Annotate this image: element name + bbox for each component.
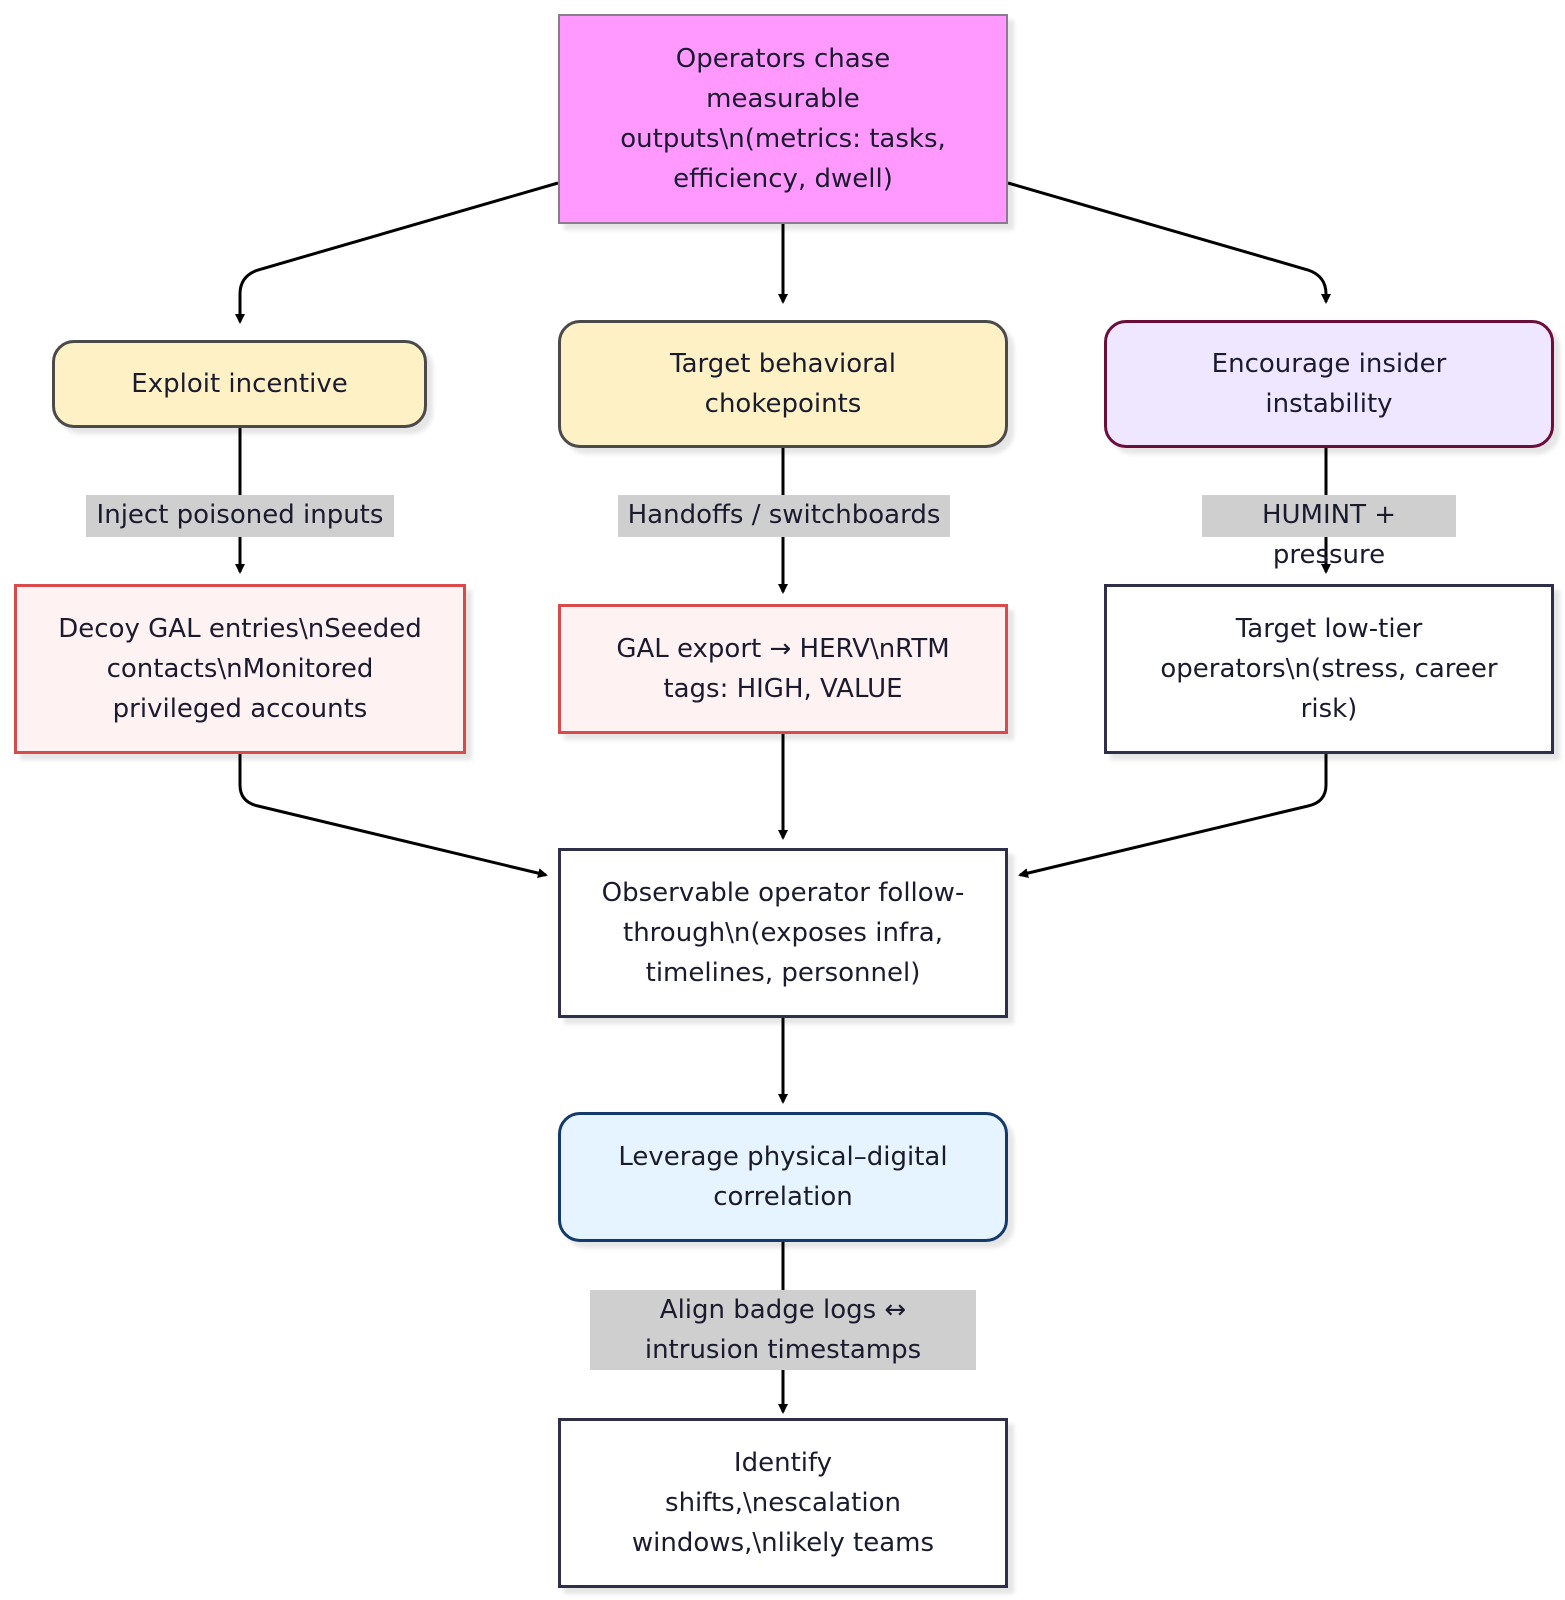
- edge-label-handoffs: Handoffs / switchboards: [618, 495, 950, 537]
- edge-label-humint: HUMINT + pressure: [1202, 495, 1456, 570]
- edge-label-align: Align badge logs ↔ intrusion timestamps: [590, 1290, 976, 1370]
- node-target-chokepoints: Target behavioral chokepoints: [558, 320, 1008, 448]
- node-chokepoints-label: Target behavioral chokepoints: [670, 349, 896, 419]
- node-leverage-correlation: Leverage physical–digital correlation: [558, 1112, 1008, 1242]
- node-target-lowtier: Target low-tier operators\n(stress, care…: [1104, 584, 1554, 754]
- edge-label-inject: Inject poisoned inputs: [86, 495, 394, 537]
- node-observable-label: Observable operator follow-through\n(exp…: [601, 878, 965, 988]
- node-lowtier-label: Target low-tier operators\n(stress, care…: [1160, 614, 1498, 724]
- node-gal-export-label: GAL export → HERV\nRTM tags: HIGH, VALUE: [616, 634, 950, 704]
- node-decoy-gal-entries: Decoy GAL entries\nSeeded contacts\nMoni…: [14, 584, 466, 754]
- node-identify-shifts: Identify shifts,\nescalation windows,\nl…: [558, 1418, 1008, 1588]
- node-decoy-label: Decoy GAL entries\nSeeded contacts\nMoni…: [58, 614, 422, 724]
- edge-decoy-observable: [238, 754, 548, 878]
- node-insider-instability: Encourage insider instability: [1104, 320, 1554, 448]
- node-leverage-label: Leverage physical–digital correlation: [618, 1142, 948, 1212]
- node-operators-chase-outputs: Operators chase measurable outputs\n(met…: [558, 14, 1008, 224]
- node-observable-followthrough: Observable operator follow-through\n(exp…: [558, 848, 1008, 1018]
- node-operators-label: Operators chase measurable outputs\n(met…: [620, 44, 946, 194]
- edge-operators-insider: [1007, 181, 1331, 304]
- node-identify-label: Identify shifts,\nescalation windows,\nl…: [631, 1448, 935, 1558]
- node-gal-export: GAL export → HERV\nRTM tags: HIGH, VALUE: [558, 604, 1008, 734]
- edge-operators-exploit: [235, 181, 559, 324]
- node-insider-label: Encourage insider instability: [1211, 349, 1447, 419]
- edge-lowtier-observable: [1018, 754, 1328, 878]
- node-exploit-incentive: Exploit incentive: [52, 340, 427, 428]
- node-exploit-label: Exploit incentive: [131, 369, 348, 399]
